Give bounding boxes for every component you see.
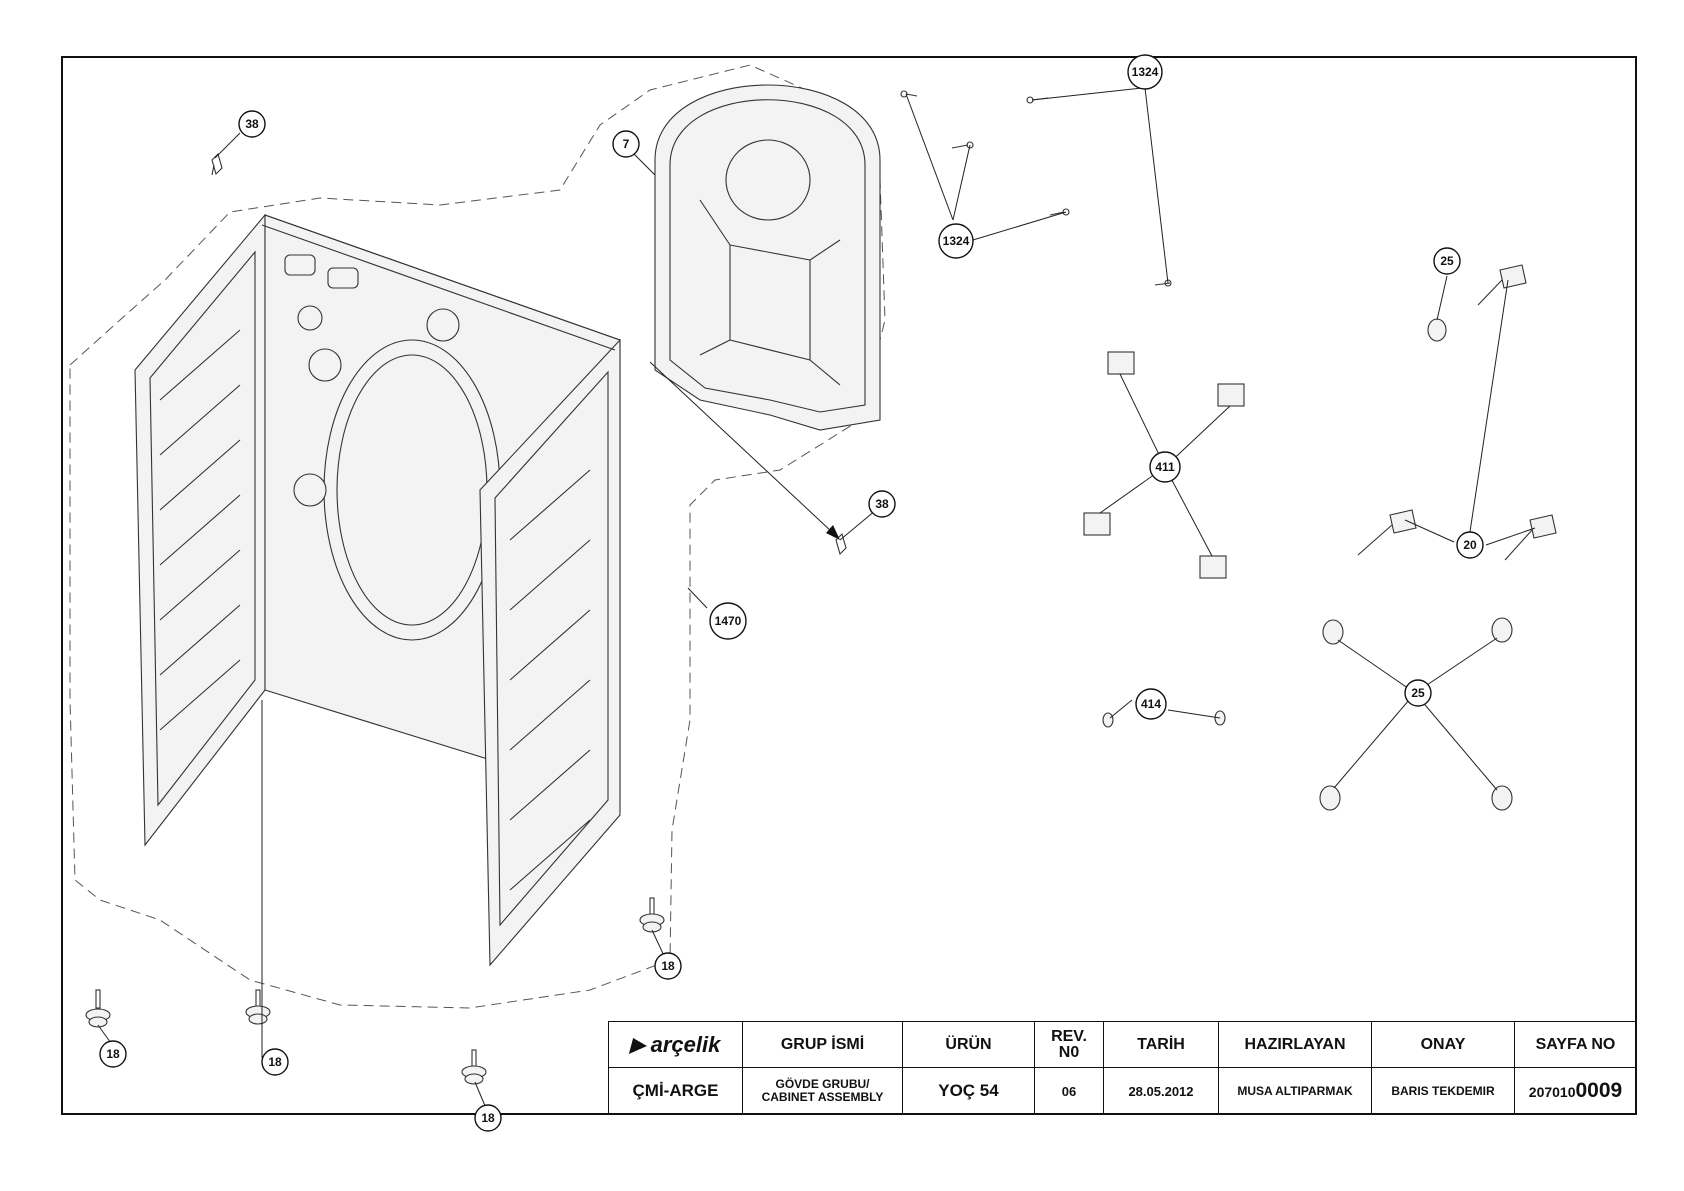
date-value: 28.05.2012 [1103,1067,1219,1115]
header-page: SAYFA NO [1514,1021,1637,1068]
svg-text:7: 7 [623,137,630,151]
svg-text:38: 38 [245,117,259,131]
leader-lines [97,87,1536,1114]
callout-7: 7 [612,130,640,158]
header-product: ÜRÜN [902,1021,1035,1068]
cabinet-body [134,213,621,967]
callout-38: 38 [238,110,266,138]
page-number-value: 2070100009 [1514,1067,1637,1115]
title-block: arçelik GRUP İSMİ ÜRÜN REV.N0 TARİH HAZI… [608,1021,1637,1115]
svg-text:25: 25 [1411,686,1425,700]
leveling-feet-18 [85,897,665,1085]
callout-414: 414 [1135,688,1167,720]
svg-text:18: 18 [106,1047,120,1061]
header-date: TARİH [1103,1021,1219,1068]
callout-1470: 1470 [709,602,747,640]
group-boundary-dashed [69,64,886,1009]
approval-value: BARIS TEKDEMIR [1371,1067,1515,1115]
header-rev: REV.N0 [1034,1021,1104,1068]
assembly-arrow [649,361,840,540]
svg-text:1324: 1324 [1132,65,1159,79]
header-approval: ONAY [1371,1021,1515,1068]
header-group: GRUP İSMİ [742,1021,903,1068]
page-number: 0009 [1575,1079,1623,1102]
svg-text:25: 25 [1440,254,1454,268]
group-value-line2: CABINET ASSEMBLY [761,1090,884,1104]
callout-18: 18 [99,1040,127,1068]
callout-18: 18 [474,1104,502,1132]
logo-text: arçelik [650,1031,721,1057]
page-prefix: 207010 [1528,1084,1576,1100]
svg-text:411: 411 [1155,460,1175,474]
callout-25: 25 [1433,247,1461,275]
feet-25 [1319,318,1513,811]
clips-411 [1083,351,1245,579]
callout-411: 411 [1149,451,1181,483]
header-rev-line1: REV. [1051,1027,1087,1045]
callout-38: 38 [868,490,896,518]
callout-25: 25 [1404,679,1432,707]
rear-cover-part [654,84,881,431]
svg-text:18: 18 [661,959,675,973]
callout-18: 18 [261,1048,289,1076]
prepared-value: MUSA ALTIPARMAK [1218,1067,1372,1115]
header-rev-line2: N0 [1058,1043,1080,1061]
callout-20: 20 [1456,531,1484,559]
rev-value: 06 [1034,1067,1104,1115]
svg-text:1470: 1470 [715,614,742,628]
svg-text:18: 18 [481,1111,495,1125]
svg-text:38: 38 [875,497,889,511]
dampers-20 [1357,264,1557,561]
group-value: GÖVDE GRUBU/CABINET ASSEMBLY [742,1067,903,1115]
brand-logo: arçelik [608,1021,743,1068]
product-value: YOÇ 54 [902,1067,1035,1115]
callout-18: 18 [654,952,682,980]
svg-text:20: 20 [1463,538,1477,552]
svg-text:414: 414 [1141,697,1161,711]
callout-1324: 1324 [1127,54,1163,90]
svg-text:18: 18 [268,1055,282,1069]
svg-text:1324: 1324 [943,234,970,248]
department-value: ÇMİ-ARGE [608,1067,743,1115]
group-value-line1: GÖVDE GRUBU/ [775,1077,870,1091]
header-prepared: HAZIRLAYAN [1218,1021,1372,1068]
brackets-38 [211,152,847,556]
plugs-414 [1102,710,1226,728]
callout-1324: 1324 [938,223,974,259]
